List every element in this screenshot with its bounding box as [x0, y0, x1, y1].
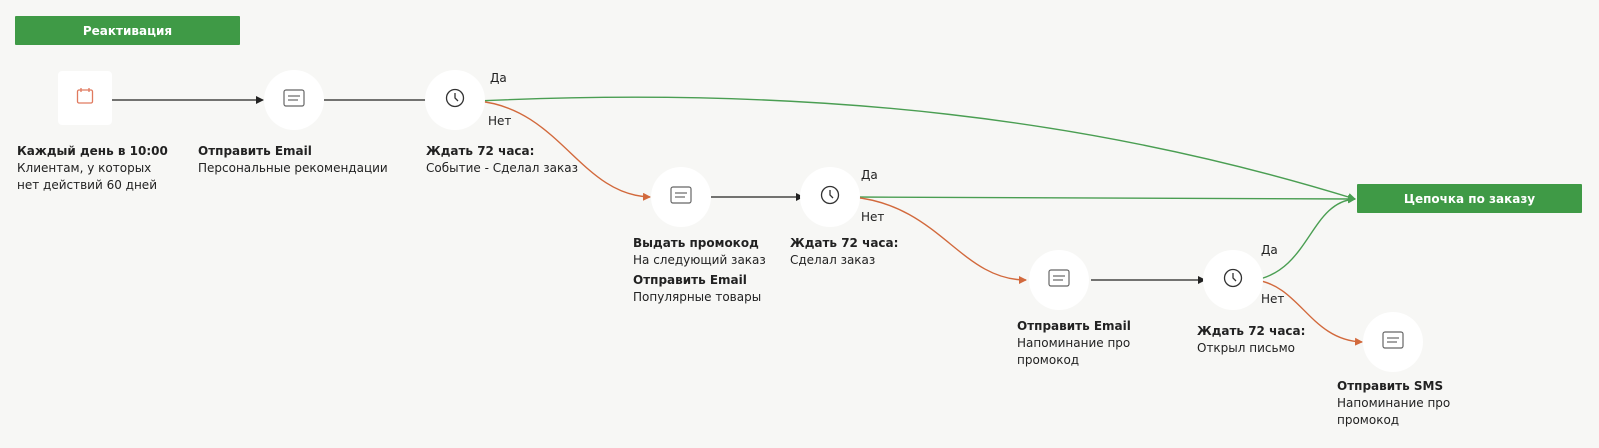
email1-title: Отправить Email: [198, 144, 312, 158]
trigger-label: Каждый день в 10:00 Клиентам, у которых …: [17, 143, 168, 194]
sms-label: Отправить SMS Напоминание про промокод: [1337, 378, 1450, 429]
promo-node[interactable]: [651, 167, 711, 227]
wait2-label: Ждать 72 часа: Сделал заказ: [790, 235, 898, 269]
calendar-icon: [75, 86, 95, 110]
edge-wait2-no: [851, 196, 1027, 284]
promo-label: Выдать промокод На следующий заказ Отпра…: [633, 235, 766, 306]
sms-desc: Напоминание про промокод: [1337, 396, 1451, 427]
sms-node[interactable]: [1363, 312, 1423, 372]
wait1-label: Ждать 72 часа: Событие - Сделал заказ: [426, 143, 578, 177]
promo-title: Выдать промокод: [633, 236, 759, 250]
trigger-desc: Клиентам, у которых нет действий 60 дней: [17, 161, 157, 192]
message-icon: [1048, 269, 1070, 291]
banner-start: Реактивация: [15, 16, 240, 45]
wait2-yes-label: Да: [861, 168, 878, 182]
wait1-yes-label: Да: [490, 71, 507, 85]
wait2-no-label: Нет: [861, 210, 885, 224]
promo-desc: На следующий заказ: [633, 253, 766, 267]
wait3-desc: Открыл письмо: [1197, 341, 1295, 355]
clock-icon: [1223, 268, 1243, 292]
email1-node[interactable]: [264, 70, 324, 130]
wait2-title: Ждать 72 часа:: [790, 236, 899, 250]
edge-wait1-no: [476, 100, 651, 201]
edge-wait3-yes: [1254, 195, 1356, 281]
edge-wait2-yes: [851, 194, 1356, 203]
wait3-yes-label: Да: [1261, 243, 1278, 257]
email3-label: Отправить Email Напоминание про промокод: [1017, 318, 1131, 369]
email3-node[interactable]: [1029, 250, 1089, 310]
wait3-label: Ждать 72 часа: Открыл письмо: [1197, 323, 1305, 357]
wait1-desc: Событие - Сделал заказ: [426, 161, 579, 175]
message-icon: [670, 186, 692, 208]
promo-title2: Отправить Email: [633, 273, 747, 287]
edge-wait1-yes: [476, 96, 1356, 201]
clock-icon: [445, 88, 465, 112]
wait1-node[interactable]: [425, 70, 485, 130]
promo-desc2: Популярные товары: [633, 290, 762, 304]
banner-end: Цепочка по заказу: [1357, 184, 1582, 213]
trigger-title: Каждый день в 10:00: [17, 144, 168, 158]
clock-icon: [820, 185, 840, 209]
edge-wait3-no: [1254, 279, 1363, 346]
email1-desc: Персональные рекомендации: [198, 161, 388, 175]
message-icon: [283, 89, 305, 111]
wait2-desc: Сделал заказ: [790, 253, 876, 267]
message-icon: [1382, 331, 1404, 353]
trigger-node[interactable]: [58, 71, 112, 125]
wait3-title: Ждать 72 часа:: [1197, 324, 1306, 338]
email3-desc: Напоминание про промокод: [1017, 336, 1131, 367]
sms-title: Отправить SMS: [1337, 379, 1444, 393]
email1-label: Отправить Email Персональные рекомендаци…: [198, 143, 388, 177]
wait3-no-label: Нет: [1261, 292, 1285, 306]
wait2-node[interactable]: [800, 167, 860, 227]
wait1-title: Ждать 72 часа:: [426, 144, 535, 158]
wait1-no-label: Нет: [488, 114, 512, 128]
wait3-node[interactable]: [1203, 250, 1263, 310]
email3-title: Отправить Email: [1017, 319, 1131, 333]
